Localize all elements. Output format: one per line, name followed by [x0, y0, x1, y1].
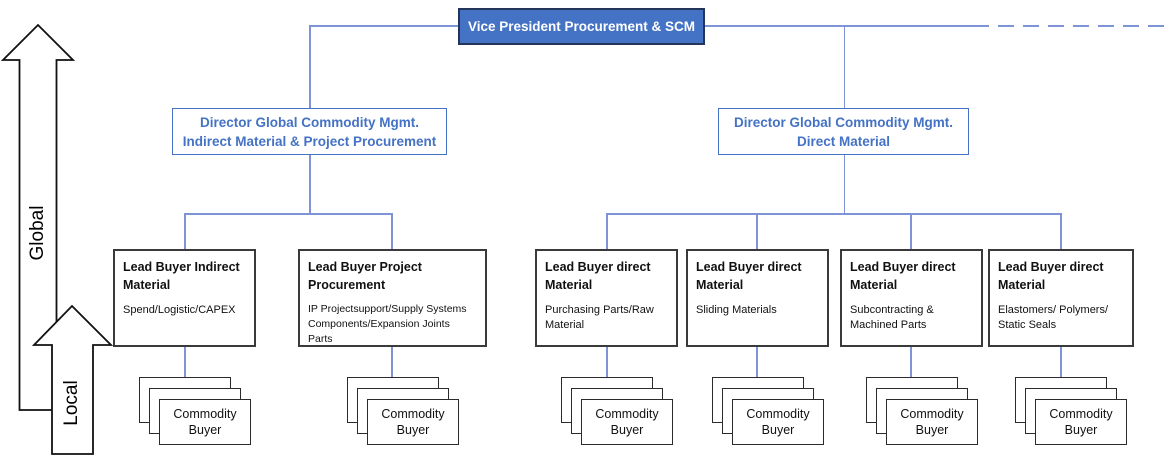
- bus-right: [606, 213, 1061, 215]
- global-arrow: [0, 23, 76, 411]
- lead-buyer-direct-material-1-box: Lead Buyer direct Material Purchasing Pa…: [535, 249, 678, 347]
- local-axis-label: Local: [61, 380, 82, 426]
- lead-subtitle: Subcontracting & Machined Parts: [850, 304, 934, 331]
- drop-lead-5: [910, 213, 912, 250]
- lead-buyer-direct-material-3-box: Lead Buyer direct Material Subcontractin…: [840, 249, 983, 347]
- vp-title: Vice President Procurement & SCM: [467, 19, 696, 34]
- connector-vp-director2: [843, 25, 845, 108]
- lead-subtitle: Purchasing Parts/Raw Material: [545, 304, 654, 331]
- commodity-buyer-stack-5: Commodity Buyer: [866, 377, 979, 446]
- bus-left: [184, 213, 392, 215]
- director-indirect-box: Director Global Commodity Mgmt. Indirect…: [172, 108, 447, 155]
- drop-stack-1: [184, 347, 186, 378]
- drop-lead-6: [1060, 213, 1062, 250]
- lead-title: Lead Buyer direct Material: [696, 260, 802, 292]
- global-local-axis: [0, 23, 114, 455]
- drop-lead-2: [391, 213, 393, 250]
- director-title-line1: Director Global Commodity Mgmt.: [733, 114, 953, 130]
- lead-subtitle: IP Projectsupport/Supply Systems Compone…: [308, 303, 467, 345]
- lead-title: Lead Buyer direct Material: [850, 260, 956, 292]
- drop-stack-2: [391, 347, 393, 378]
- commodity-buyer-stack-4: Commodity Buyer: [712, 377, 825, 446]
- commodity-buyer-card: Commodity Buyer: [581, 399, 673, 445]
- vp-procurement-box: Vice President Procurement & SCM: [458, 8, 705, 45]
- local-arrow: [31, 304, 114, 455]
- commodity-buyer-stack-2: Commodity Buyer: [347, 377, 460, 446]
- lead-buyer-project-procurement-box: Lead Buyer Project Procurement IP Projec…: [298, 249, 487, 347]
- connector-director2-bus: [843, 155, 845, 214]
- connector-director1-bus: [309, 155, 311, 213]
- lead-title: Lead Buyer Indirect Material: [123, 260, 240, 292]
- commodity-buyer-card: Commodity Buyer: [367, 399, 459, 445]
- commodity-buyer-card: Commodity Buyer: [732, 399, 824, 445]
- drop-stack-3: [606, 347, 608, 378]
- drop-stack-4: [756, 347, 758, 378]
- drop-lead-3: [606, 213, 608, 250]
- director-title-line1: Director Global Commodity Mgmt.: [199, 114, 419, 130]
- drop-stack-6: [1060, 347, 1062, 378]
- lead-title: Lead Buyer Project Procurement: [308, 260, 422, 292]
- lead-subtitle: Sliding Materials: [696, 304, 777, 316]
- commodity-buyer-stack-6: Commodity Buyer: [1015, 377, 1128, 446]
- drop-lead-4: [756, 213, 758, 250]
- director-title-line2: Indirect Material & Project Procurement: [182, 133, 437, 149]
- lead-title: Lead Buyer direct Material: [545, 260, 651, 292]
- commodity-buyer-card: Commodity Buyer: [159, 399, 251, 445]
- lead-buyer-direct-material-4-box: Lead Buyer direct Material Elastomers/ P…: [988, 249, 1134, 347]
- drop-lead-1: [184, 213, 186, 250]
- lead-subtitle: Spend/Logistic/CAPEX: [123, 304, 236, 316]
- lead-subtitle: Elastomers/ Polymers/ Static Seals: [998, 304, 1109, 331]
- commodity-buyer-card: Commodity Buyer: [1035, 399, 1127, 445]
- commodity-buyer-stack-1: Commodity Buyer: [139, 377, 252, 446]
- director-direct-box: Director Global Commodity Mgmt. Direct M…: [718, 108, 969, 155]
- commodity-buyer-card: Commodity Buyer: [886, 399, 978, 445]
- connector-vp-director1: [309, 25, 311, 108]
- lead-buyer-direct-material-2-box: Lead Buyer direct Material Sliding Mater…: [686, 249, 829, 347]
- connector-top-left: [310, 25, 458, 27]
- director-title-line2: Direct Material: [796, 133, 891, 149]
- lead-title: Lead Buyer direct Material: [998, 260, 1104, 292]
- drop-stack-5: [910, 347, 912, 378]
- connector-top-right: [705, 25, 975, 27]
- connector-top-dashed: [973, 24, 1168, 27]
- commodity-buyer-stack-3: Commodity Buyer: [561, 377, 674, 446]
- lead-buyer-indirect-material-box: Lead Buyer Indirect Material Spend/Logis…: [113, 249, 256, 347]
- global-axis-label: Global: [27, 205, 48, 261]
